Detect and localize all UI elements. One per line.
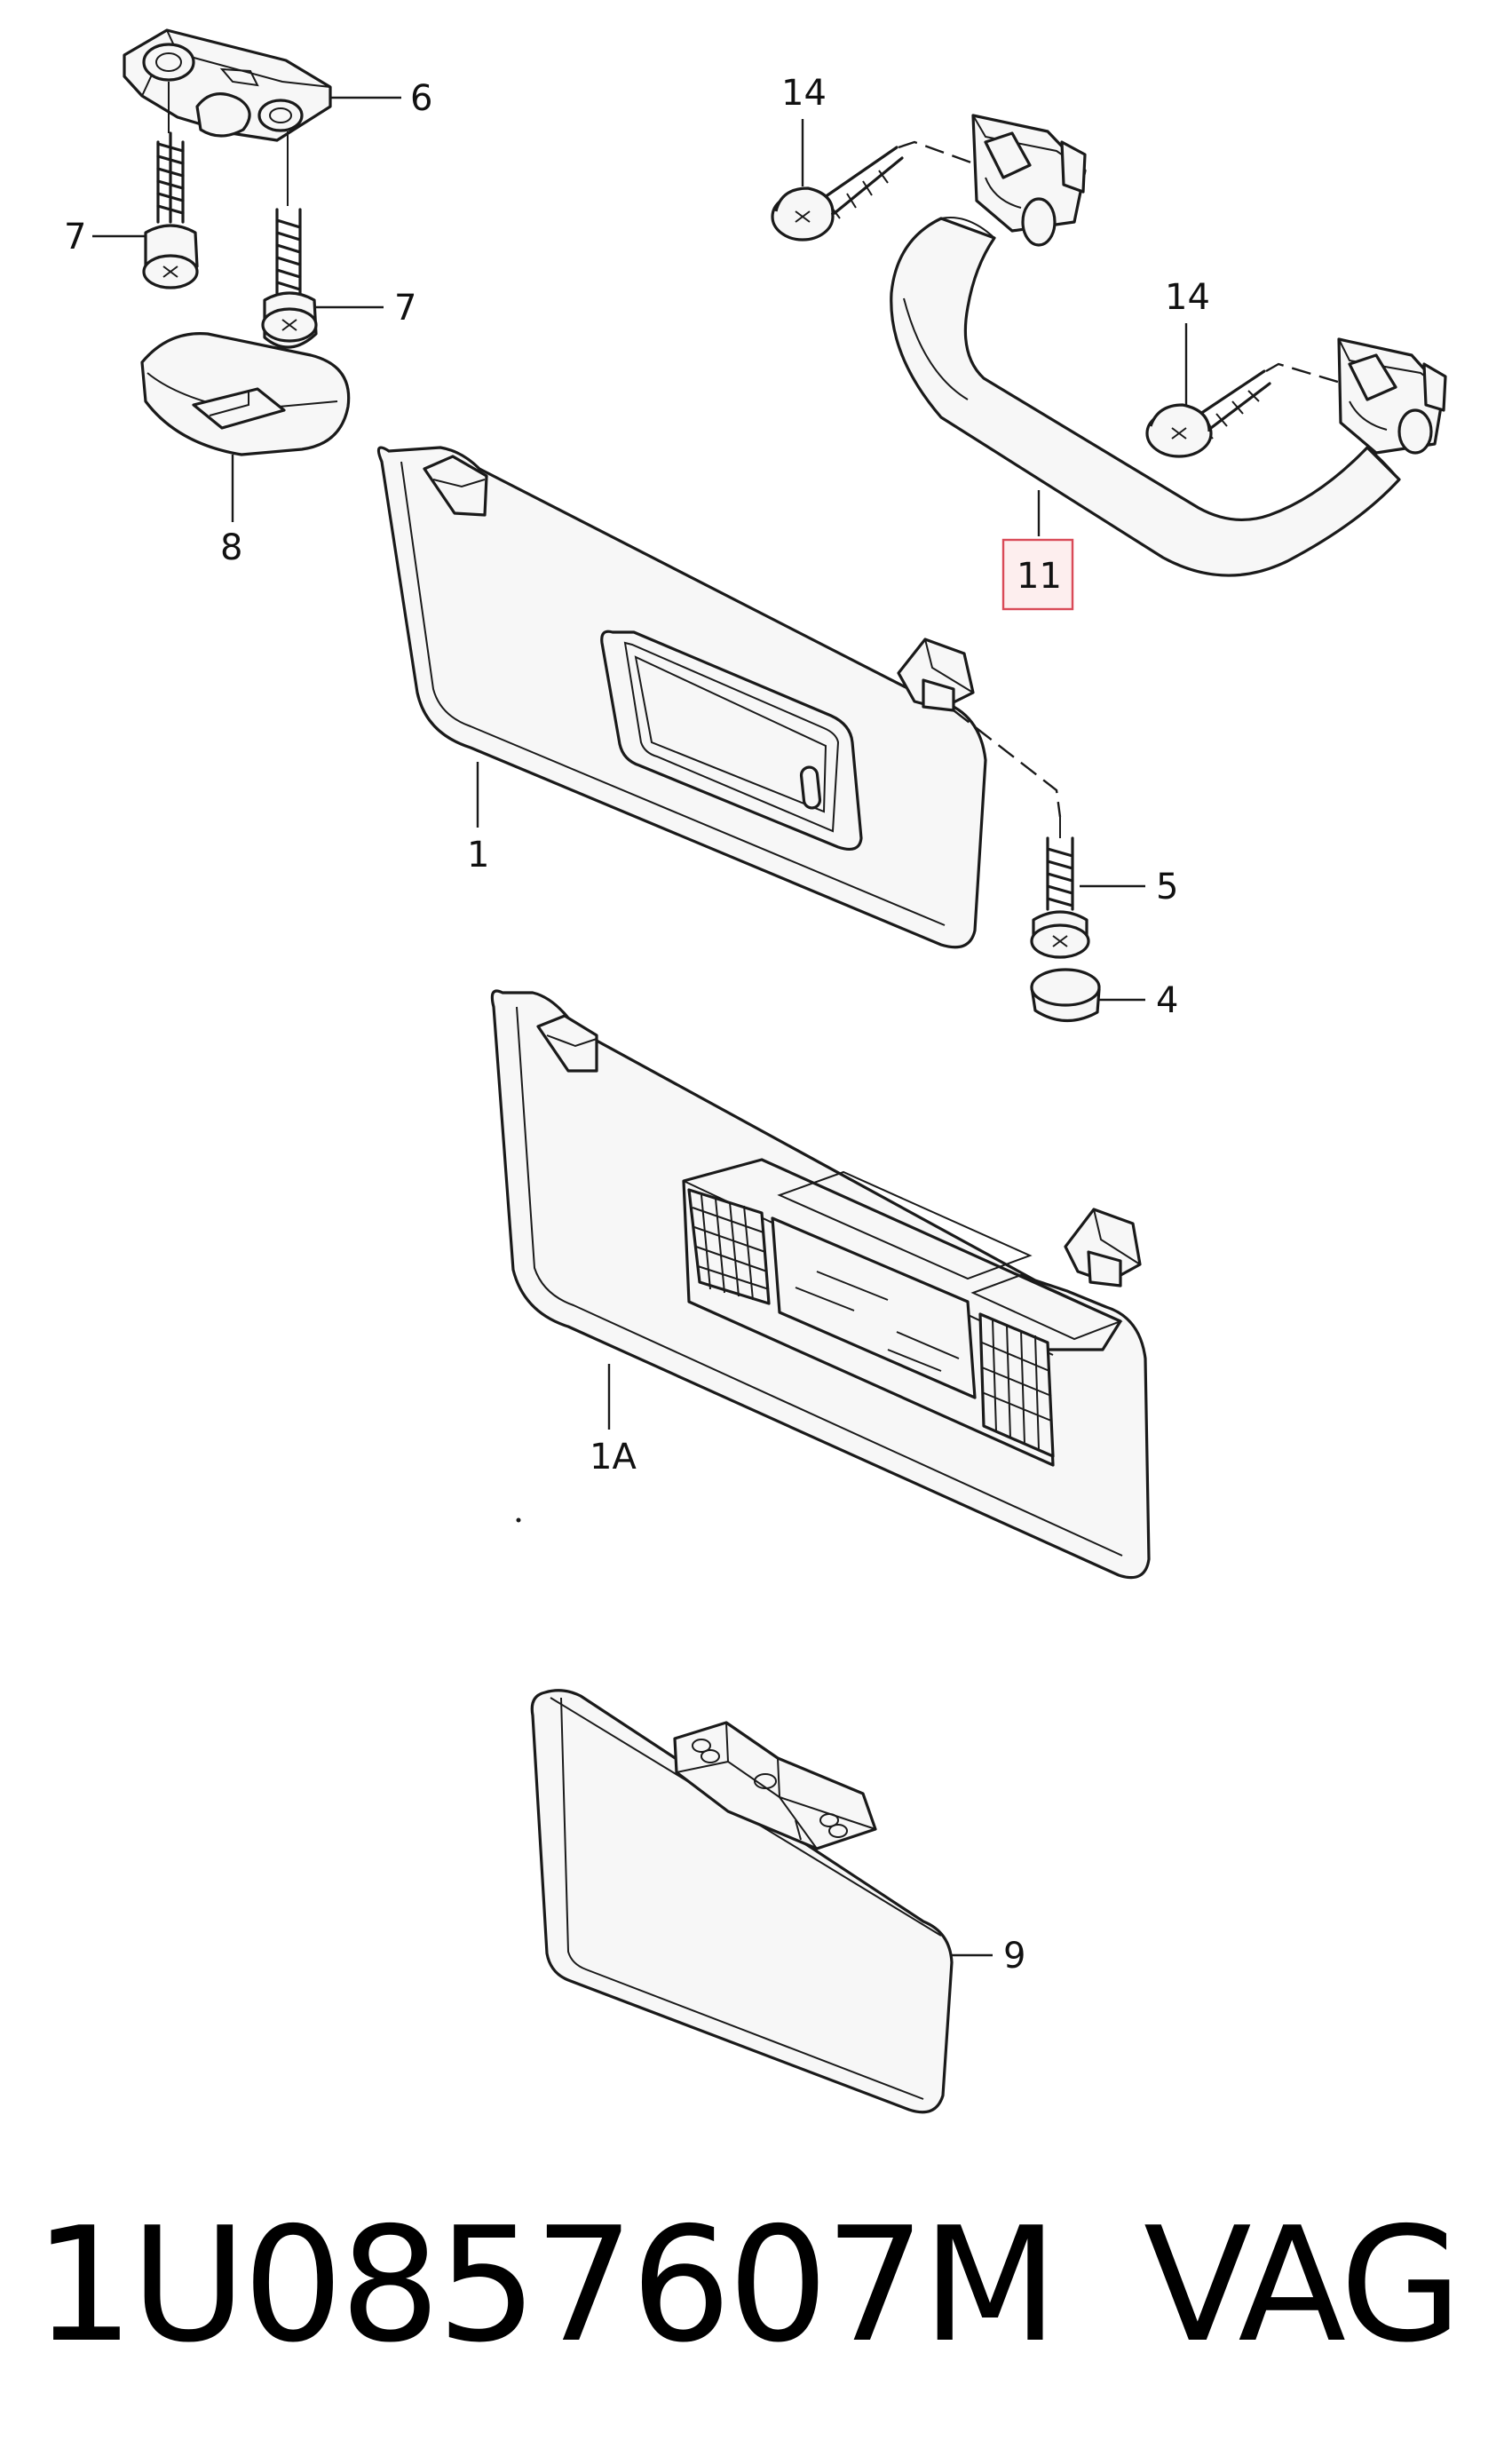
callout-11: 11 xyxy=(1017,556,1062,597)
callout-8: 8 xyxy=(220,527,242,568)
part-1a-sun-visor xyxy=(490,989,1151,1580)
callout-7-left: 7 xyxy=(64,217,86,257)
screw-alignment-dash-bottom xyxy=(1265,362,1368,392)
callout-6: 6 xyxy=(410,78,432,119)
part-9-vanity-mirror xyxy=(530,1689,954,2114)
callout-4: 4 xyxy=(1156,980,1178,1021)
part-8-cover xyxy=(140,332,351,456)
part-number: 1U0857607M xyxy=(34,2193,1058,2377)
brand-label: VAG xyxy=(1144,2193,1462,2377)
callout-11-highlight-box xyxy=(1001,538,1074,611)
callout-7-right: 7 xyxy=(394,288,416,329)
callout-5: 5 xyxy=(1156,867,1178,907)
stray-dot xyxy=(516,1517,521,1523)
part-14-screw-bottom xyxy=(1145,369,1271,458)
callout-1: 1 xyxy=(467,835,489,875)
visor-screw-alignment-dash xyxy=(953,709,1062,818)
callout-9: 9 xyxy=(1003,1936,1025,1977)
exploded-parts-diagram: 6 7 7 8 14 14 11 1 5 4 1A 9 xyxy=(64,28,1447,2114)
part-4-cap xyxy=(1030,968,1101,1023)
part-11-grab-handle xyxy=(890,114,1447,577)
part-7-screw-left xyxy=(142,82,199,289)
footer: 1U0857607M VAG xyxy=(0,2193,1504,2415)
part-5-screw xyxy=(1030,817,1090,959)
callout-14-top: 14 xyxy=(781,73,827,114)
part-6-bracket xyxy=(123,28,332,142)
callout-1a: 1A xyxy=(590,1437,637,1478)
part-14-screw-top xyxy=(771,146,904,242)
screw-alignment-dash-top xyxy=(898,140,1004,176)
part-7-screw-right xyxy=(261,131,318,349)
part-1-sun-visor xyxy=(376,446,987,949)
callout-14-bottom: 14 xyxy=(1165,277,1210,318)
